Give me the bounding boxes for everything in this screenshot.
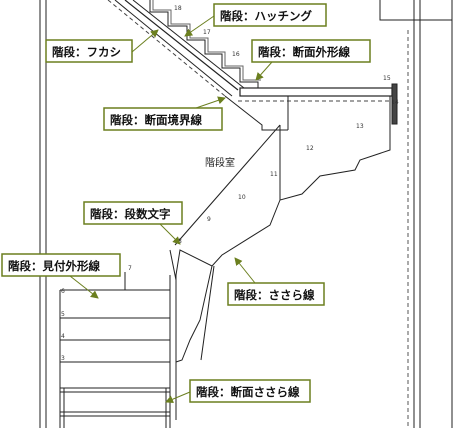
stringer-line xyxy=(175,265,215,363)
callout-hatching-text: 階段：ハッチング xyxy=(220,9,312,23)
callout-fukashi: 階段：フカシ xyxy=(45,29,159,63)
callout-step-number-text: 階段：段数文字 xyxy=(83,201,183,245)
callout-stringer-text: 階段：ささら線 xyxy=(234,288,315,302)
walls xyxy=(39,0,453,428)
section-boundary-lines xyxy=(224,95,289,131)
callout-section-outline-text: 階段：断面外形線 xyxy=(258,45,350,59)
lower-flight-outline xyxy=(169,96,391,420)
landing-slab xyxy=(238,83,398,125)
step-number: 11 xyxy=(270,171,278,178)
lower-steps-visible xyxy=(59,272,171,428)
step-numbers: 3 4 5 6 7 8 9 10 11 12 13 14 15 16 17 18 xyxy=(61,5,399,362)
callout-visible-outline: 階段：見付外形線 xyxy=(1,253,121,299)
step-number: 10 xyxy=(238,194,246,201)
callout-step-number-text-label: 階段：段数文字 xyxy=(90,207,171,221)
upper-flight-section xyxy=(107,0,245,97)
step-number: 18 xyxy=(174,5,182,12)
step-number: 3 xyxy=(61,355,65,362)
step-number: 5 xyxy=(61,311,65,318)
callout-section-outline: 階段：断面外形線 xyxy=(251,39,371,81)
callout-visible-outline-text: 階段：見付外形線 xyxy=(8,259,100,273)
step-number: 6 xyxy=(61,288,65,295)
stair-steps-profile xyxy=(149,0,261,88)
callout-section-stringer: 階段：断面ささら線 xyxy=(165,379,311,403)
callout-section-stringer-text: 階段：断面ささら線 xyxy=(196,385,300,399)
step-number: 16 xyxy=(232,51,240,58)
callout-hatching: 階段：ハッチング xyxy=(184,3,327,37)
lower-section-stringer xyxy=(60,387,170,428)
step-number: 17 xyxy=(203,29,211,36)
callout-stringer: 階段：ささら線 xyxy=(227,257,325,306)
room-label: 階段室 xyxy=(205,156,235,169)
step-number: 13 xyxy=(356,123,364,130)
step-number: 7 xyxy=(128,265,132,272)
step-number: 4 xyxy=(61,333,65,340)
callout-section-boundary-text: 階段：断面境界線 xyxy=(110,113,202,127)
step-number: 14 xyxy=(391,99,399,106)
step-number: 12 xyxy=(306,145,314,152)
callout-section-boundary: 階段：断面境界線 xyxy=(103,96,226,131)
step-number: 15 xyxy=(383,75,391,82)
step-number: 9 xyxy=(207,216,211,223)
callout-fukashi-text: 階段：フカシ xyxy=(52,45,121,59)
